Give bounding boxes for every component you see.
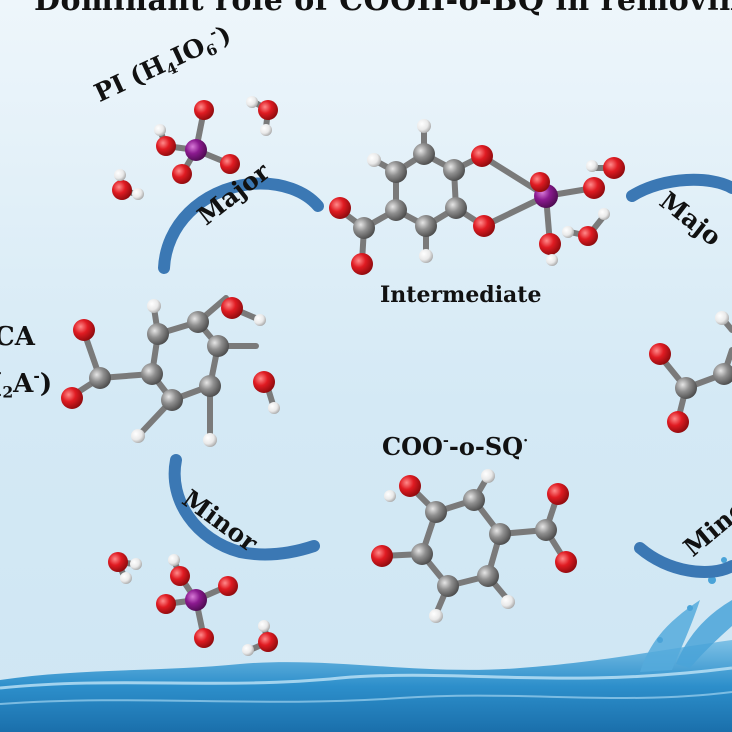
- coo-prefix: COO: [382, 432, 443, 462]
- coo-o-sq-label: COO--o-SQ·: [382, 432, 529, 462]
- pca-sup: -: [33, 366, 40, 385]
- page-title: Dominant role of COOH-o-BQ in removing: [34, 0, 732, 18]
- intermediate-label: Intermediate: [380, 282, 542, 308]
- major-arrow-left: [158, 177, 324, 274]
- coo-sup1: -: [442, 432, 449, 449]
- pca-line2-suffix: A: [13, 368, 34, 399]
- pca-line2-prefix: (: [0, 369, 2, 399]
- minor-arrow-left: [168, 454, 320, 561]
- coo-mid: -o-SQ: [448, 432, 524, 462]
- pca-line2-end: ): [39, 368, 53, 399]
- major-arrow-right: [626, 173, 732, 202]
- pca-sub: 2: [2, 382, 14, 402]
- pca-label-line1: CA: [0, 322, 35, 352]
- water-splash: [0, 557, 732, 732]
- coo-sup2: ·: [523, 432, 529, 449]
- pca-label-line2: (2A-): [0, 368, 52, 400]
- reaction-arrows: [158, 173, 732, 578]
- atoms: [61, 96, 732, 656]
- minor-arrow-right: [634, 542, 732, 578]
